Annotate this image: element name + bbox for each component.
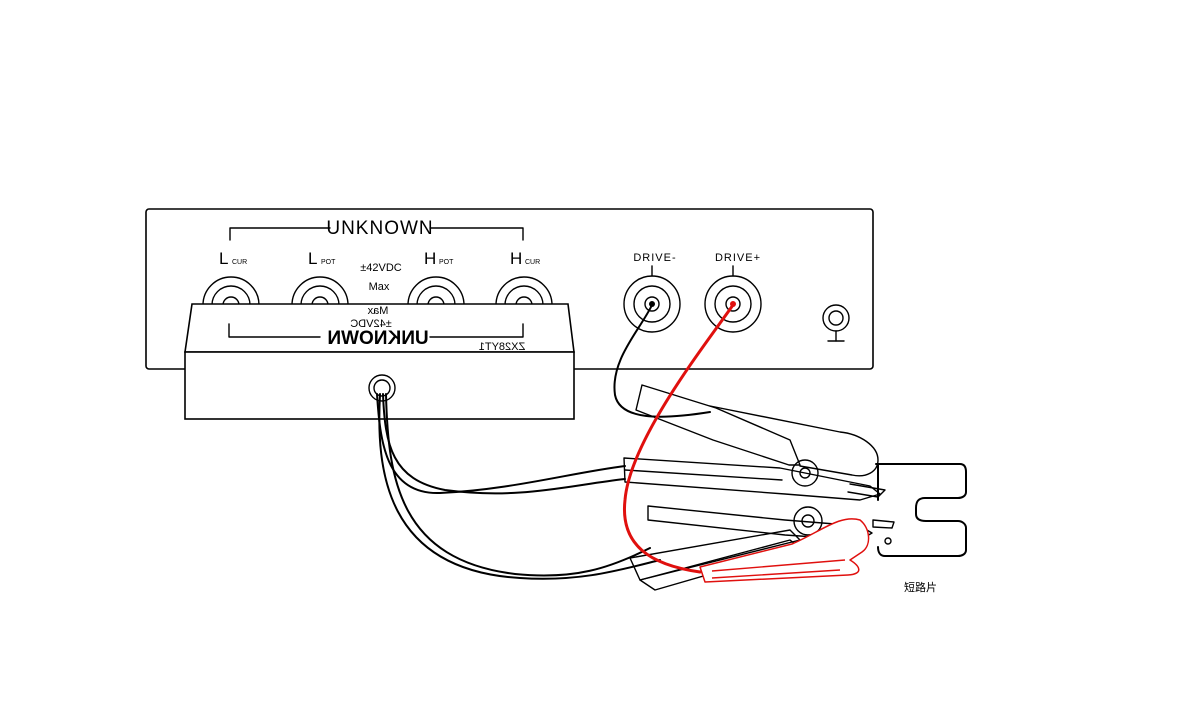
connector-label-l-pot: L POT (308, 249, 336, 268)
svg-text:H: H (510, 249, 522, 268)
fixture-mirrored-model-label: ZX28YT1 (479, 341, 525, 353)
svg-text:CUR: CUR (525, 259, 540, 266)
shorting-plate-caption: 短路片 (904, 580, 937, 594)
red-clip-pivot (793, 506, 823, 536)
fixture-mirrored-bracket (228, 323, 524, 338)
connector-label-h-pot: H POT (424, 249, 454, 268)
drive-plus-lead (622, 303, 735, 574)
shorting-plate (872, 463, 967, 557)
ground-terminal-icon (822, 304, 850, 342)
drive-minus-lead (613, 304, 711, 418)
bnc-connector-drive-minus (623, 275, 681, 333)
svg-text:POT: POT (439, 259, 454, 266)
svg-text:POT: POT (321, 259, 336, 266)
black-kelvin-clip (623, 384, 886, 501)
unknown-label: UNKNOWN (326, 218, 433, 239)
drive-minus-label: DRIVE- (633, 252, 676, 264)
svg-text:L: L (219, 249, 228, 268)
connector-label-l-cur: L CUR (219, 249, 247, 268)
fixture-mirrored-max-label: Max (367, 305, 388, 317)
red-clip-jaw (699, 518, 870, 583)
voltage-max-label: Max (369, 281, 390, 293)
svg-text:H: H (424, 249, 436, 268)
fixture-cable-gland (368, 374, 396, 402)
svg-text:CUR: CUR (232, 259, 247, 266)
bnc-connector-drive-plus (704, 275, 762, 333)
black-clip-pivot (791, 459, 819, 487)
unknown-bracket (229, 227, 524, 241)
connector-label-h-cur: H CUR (510, 249, 540, 268)
fixture-mirrored-voltage-label: ±42VDC (350, 318, 392, 330)
voltage-rating-label: ±42VDC (360, 262, 402, 274)
fixture-mirrored-unknown-label: UNKNOWN (327, 328, 428, 349)
test-fixture: UNKNOWN ±42VDC Max ZX28YT1 (184, 303, 575, 420)
fixture-cables (376, 393, 661, 580)
drive-plus-label: DRIVE+ (715, 252, 761, 264)
red-kelvin-clip (629, 505, 873, 591)
svg-text:L: L (308, 249, 317, 268)
